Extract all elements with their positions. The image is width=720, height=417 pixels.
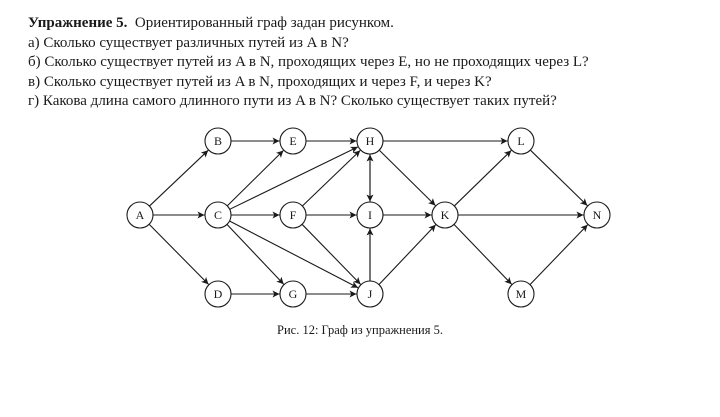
node-circle (356, 201, 384, 229)
node-label: C (214, 208, 222, 222)
exercise-title: Упражнение 5. (28, 15, 128, 31)
exercise-intro: Ориентированный граф задан рисунком. (134, 15, 394, 31)
edge-a-b (149, 149, 209, 207)
node-circle (204, 127, 232, 155)
node-label: F (290, 208, 297, 222)
node-circle (279, 127, 307, 155)
node-d: D (204, 280, 232, 308)
node-circle (507, 280, 535, 308)
node-circle (279, 280, 307, 308)
nodes-layer: A B C D E F G H I J K L M N (126, 127, 611, 308)
exercise-text: Упражнение 5. Ориентированный граф задан… (28, 14, 718, 112)
node-e: E (279, 127, 307, 155)
node-circle (431, 201, 459, 229)
node-b: B (204, 127, 232, 155)
node-l: L (507, 127, 535, 155)
question-a: а) Сколько существует различных путей из… (28, 34, 349, 51)
edge-c-j (229, 220, 359, 289)
node-label: H (366, 134, 375, 148)
node-label: L (517, 134, 524, 148)
node-n: N (583, 201, 611, 229)
node-h: H (356, 127, 384, 155)
node-circle (507, 127, 535, 155)
node-circle (204, 201, 232, 229)
edge-m-n (529, 224, 589, 286)
node-label: K (441, 208, 450, 222)
node-label: I (368, 208, 372, 222)
edge-h-k (378, 149, 436, 206)
node-c: C (204, 201, 232, 229)
edge-k-m (453, 223, 513, 285)
edge-j-k (378, 224, 437, 285)
edge-a-d (148, 223, 209, 285)
node-label: G (289, 287, 298, 301)
question-c: в) Сколько существует путей из A в N, пр… (28, 73, 492, 90)
node-i: I (356, 201, 384, 229)
node-j: J (356, 280, 384, 308)
edge-f-j (301, 223, 361, 285)
edge-k-l (453, 150, 512, 207)
exercise-header: Упражнение 5. Ориентированный граф задан… (28, 14, 718, 34)
figure-caption: Рис. 12: Граф из упражнения 5. (277, 323, 443, 337)
node-label: D (214, 287, 223, 301)
node-label: E (289, 134, 296, 148)
node-label: N (593, 208, 602, 222)
node-circle (204, 280, 232, 308)
node-a: A (126, 201, 154, 229)
question-b: б) Сколько существует путей из A в N, пр… (28, 54, 589, 70)
node-circle (279, 201, 307, 229)
node-label: M (516, 287, 527, 301)
edge-f-h (301, 149, 361, 207)
node-circle (356, 127, 384, 155)
edge-l-n (529, 149, 588, 206)
node-m: M (507, 280, 535, 308)
node-g: G (279, 280, 307, 308)
node-f: F (279, 201, 307, 229)
node-circle (126, 201, 154, 229)
node-label: J (368, 287, 373, 301)
node-circle (356, 280, 384, 308)
node-label: B (214, 134, 222, 148)
edge-c-e (226, 150, 284, 207)
node-circle (583, 201, 611, 229)
question-d: г) Какова длина самого длинного пути из … (28, 93, 557, 109)
node-label: A (136, 208, 145, 222)
edge-c-h (229, 146, 359, 210)
node-k: K (431, 201, 459, 229)
edge-c-g (226, 224, 285, 285)
